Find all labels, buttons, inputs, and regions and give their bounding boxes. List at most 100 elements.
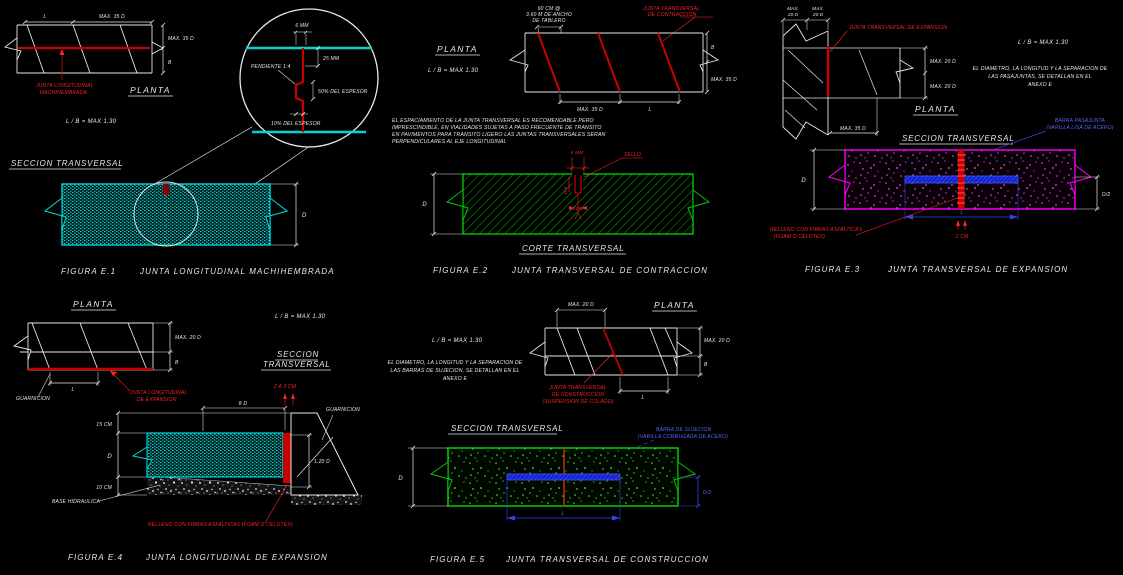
e2-caption-fig: FIGURA E.2	[433, 266, 488, 275]
e4-dim-right-top: MAX. 20 D	[175, 335, 201, 341]
e1-det-10: 10% DEL ESPESOR	[271, 121, 321, 127]
figure-e3: MAX. 20 D MAX. 20 D JUNTA TRANSVERSAL DE…	[770, 6, 1114, 274]
e3-dim-d2: D/2	[1102, 192, 1110, 198]
e3-joint-filler	[958, 150, 965, 209]
e5-caption-title: JUNTA TRANSVERSAL DE CONSTRUCCION	[505, 555, 709, 564]
e4-section-heading-1: SECCION	[277, 350, 319, 359]
e1-planta-heading: PLANTA	[130, 85, 171, 95]
e2-plan-view: 60 CM @ 3.60 M DE ANCHO DE TABLERO JUNTA…	[428, 6, 737, 113]
e2-joint-label-1: JUNTA TRANSVERSAL	[642, 6, 700, 12]
e5-dim-l-plan: L	[642, 395, 645, 401]
break-symbol	[687, 189, 711, 221]
e5-caption-fig: FIGURA E.5	[430, 555, 485, 564]
e4-dim-15: 15 CM	[96, 422, 112, 428]
e5-dim-top: MAX. 20 D	[568, 302, 594, 308]
figure-e1: L MAX. 35 D MAX. 35 D B JUNTA LONGITUDIN…	[3, 8, 379, 276]
e5-bar-label-1: BARRA DE SUJECION	[656, 427, 712, 433]
e4-plan-view: PLANTA MAX. 20 D B L GUARNICION JUNTA LO…	[12, 299, 201, 403]
e3-note-1: EL DIAMETRO, LA LONGITUD Y LA SEPARACION…	[973, 66, 1108, 72]
break-symbol	[508, 49, 529, 73]
e4-dim-l: L	[72, 387, 75, 393]
e5-joint-label-1: JUNTA TRANSVERSAL	[548, 385, 606, 391]
break-symbol	[43, 196, 67, 231]
e4-joint-label-1: JUNTA LONGITUDINAL	[129, 390, 188, 396]
e5-bar-label-2: (VARILLA CORRUGADA DE ACERO)	[638, 434, 728, 440]
e3-dim-l: L	[961, 210, 964, 216]
e3-ratio: L / B = MAX 1.30	[1018, 40, 1069, 46]
break-symbol	[827, 164, 851, 196]
e3-dim-r2: MAX. 20 D	[930, 84, 956, 90]
e5-tie-bar	[506, 473, 621, 481]
e5-joint-label-2: DE CONSTRUCCION	[552, 392, 604, 398]
e3-dim-t1a: MAX.	[787, 6, 799, 12]
e1-caption-fig: FIGURA E.1	[61, 267, 116, 276]
e3-dim-t2b: 20 D	[812, 12, 824, 18]
e4-section-heading-2: TRANSVERSAL	[263, 360, 330, 369]
e2-joint-line	[537, 32, 561, 93]
e2-note-4: PERPENDICULARES AL EJE LONGITUDINAL	[392, 139, 507, 145]
e3-bar-label-2: (VARILLA LISA DE ACERO)	[1046, 125, 1114, 131]
e3-bar-label-1: BARRA PASAJUNTA	[1055, 118, 1106, 124]
e1-joint-label-2: MACHIHEMBRADA	[40, 90, 88, 96]
e3-filler-label-1: RELLENO CON FIBRAS ASFALTICAS	[770, 227, 863, 233]
e2-corte-heading: CORTE TRANSVERSAL	[522, 244, 624, 253]
break-symbol	[131, 446, 153, 471]
e3-dim-bot: MAX. 35 D	[840, 126, 866, 132]
e2-dim-b: B	[711, 45, 715, 51]
e5-joint-label-3: (SUSPENSION DE COLADO)	[542, 399, 613, 405]
e3-caption-title: JUNTA TRANSVERSAL DE EXPANSION	[887, 265, 1068, 274]
e4-caption-title: JUNTA LONGITUDINAL DE EXPANSION	[145, 553, 328, 562]
e2-sello-label: SELLO	[624, 152, 641, 158]
e2-joint-line	[657, 32, 681, 93]
break-symbol	[673, 341, 694, 368]
e5-dim-l: L	[562, 511, 565, 517]
e1-caption-title: JUNTA LONGITUDINAL MACHIHEMBRADA	[139, 267, 335, 276]
e4-dim-10: 10 CM	[96, 485, 112, 491]
e2-dim-bot1: MAX. 35 D	[577, 107, 603, 113]
e2-dim-bot2: L	[649, 107, 652, 113]
break-symbol	[12, 335, 32, 361]
e4-joint-label-2: DE EXPANSION	[137, 397, 177, 403]
break-symbol	[895, 59, 915, 84]
e4-dim-120: 1.20 D	[314, 459, 330, 465]
e5-construction-joint-line	[602, 327, 624, 376]
e3-dim-2cm: 2 CM	[955, 234, 969, 240]
e1-joint-label-1: JUNTA LONGITUDINAL	[35, 83, 94, 89]
e4-joint-filler	[283, 433, 291, 483]
figure-e2: 60 CM @ 3.60 M DE ANCHO DE TABLERO JUNTA…	[392, 6, 737, 275]
e2-dim-6mm: 6 MM	[571, 150, 584, 156]
e5-dim-r1: MAX. 20 D	[704, 338, 730, 344]
break-symbol	[429, 461, 453, 492]
e1-section-view: SECCION TRANSVERSAL D	[9, 159, 307, 248]
e3-dim-d: D	[801, 178, 806, 184]
e2-dim-d4: D/4	[563, 187, 568, 195]
e1-plan-view: L MAX. 35 D MAX. 35 D B JUNTA LONGITUDIN…	[3, 14, 194, 125]
figure-e4: PLANTA MAX. 20 D B L GUARNICION JUNTA LO…	[12, 299, 362, 562]
e2-section-view: 6 MM SELLO D/4 3 MM D CORTE TRANSVERSAL	[422, 150, 711, 255]
e5-note-3: ANEXO E	[442, 376, 468, 382]
e1-dim-d: D	[302, 213, 307, 219]
e4-dim-b: B	[175, 360, 179, 366]
e2-ann-2: 3.60 M DE ANCHO	[526, 12, 572, 18]
e4-curb	[290, 412, 359, 496]
e2-dim-d: D	[422, 202, 427, 208]
e1-det-50: 50% DEL ESPESOR	[318, 89, 368, 95]
e4-planta-heading: PLANTA	[73, 299, 114, 309]
e4-base-footing	[291, 495, 362, 505]
e2-planta-heading: PLANTA	[437, 44, 478, 54]
e4-slab	[146, 432, 284, 478]
break-symbol	[1069, 164, 1093, 196]
break-symbol	[699, 49, 720, 73]
e1-dim-right-top: MAX. 35 D	[168, 36, 194, 42]
e4-relleno-label: RELLENO CON FIBRAS ASFALTICAS (FOAM O CE…	[148, 522, 293, 528]
e1-dim-l: L	[44, 14, 47, 20]
e2-caption-title: JUNTA TRANSVERSAL DE CONTRACCION	[511, 266, 708, 275]
break-symbol	[673, 461, 697, 492]
e5-section-view: SECCION TRANSVERSAL BARRA DE SUJECION (V…	[398, 424, 728, 521]
break-symbol	[3, 37, 22, 61]
e1-keyway-profile	[294, 48, 305, 132]
e3-joint-label: JUNTA TRANSVERSAL DE EXPANSION	[848, 25, 947, 31]
e4-dim-23: 2 A 3 CM	[273, 384, 297, 390]
